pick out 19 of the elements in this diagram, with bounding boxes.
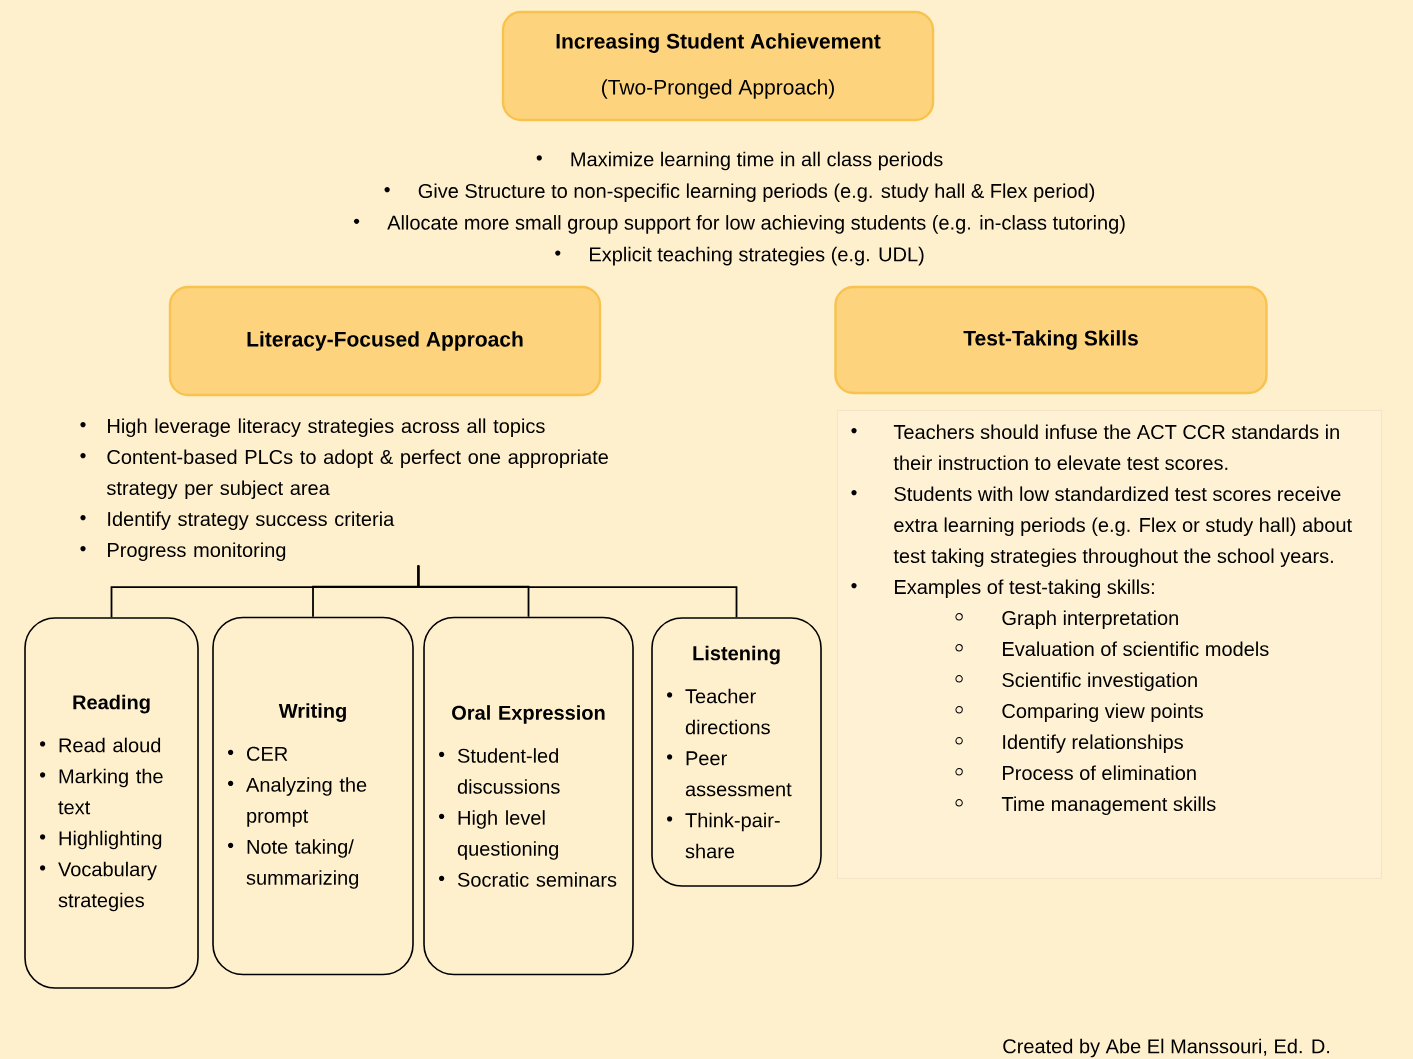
bullet-point: Maximize learning time in all class periods	[536, 151, 943, 171]
bullet-point: Give Structure to non-specific learning periods (e.g. study hall & Flex period)	[384, 183, 1095, 202]
node-label: Identify strategy success criteria	[108, 511, 395, 531]
skill-box: Reading Read aloud Marking the text Highlighting Vocabulary strategies	[24, 617, 199, 989]
node-label: Progress monitoring	[108, 542, 286, 562]
heading-box: Increasing Student Achievement (Two-Pronged Approach)	[501, 10, 935, 122]
node-label: Content-based PLCs to adopt & perfect one appropriate strategy per subject area	[106, 449, 608, 500]
bullet-point: Allocate more small group support for low achieving students (e.g. in-class tutoring)	[354, 215, 1125, 234]
heading-box: Test-Taking Skills	[834, 285, 1268, 395]
bullet-list: High leverage literacy strategies across all topics Content-based PLCs to adopt & perfect one appropriate strategy per subject area Identify strategy success criteria Progress monitoring	[80, 418, 608, 562]
text-panel: Teachers should infuse the ACT CCR standards in their instruction to elevate test scores. Students with low standardized test scores receive extra learning periods (e.g. Flex or study hall) about test taking strategies throughout the school years. Examples of test-taking skills: Graph interpretation Evaluation of scientific models Scientific investigation Comparing view points Identify relationships Process of elimination Time management skills	[837, 410, 1382, 879]
node-label: High leverage literacy strategies across all topics	[108, 418, 545, 438]
credit-text: Created by Abe El Manssouri, Ed. D.	[1003, 1038, 1330, 1058]
skill-box: Writing CER Analyzing the prompt Note taking/ summarizing	[212, 616, 414, 976]
bullet-point: Explicit teaching strategies (e.g. UDL)	[555, 246, 924, 266]
skill-box: Oral Expression Student-led discussions High level questioning Socratic seminars	[423, 616, 634, 976]
connector-line	[417, 564, 738, 619]
skill-box: Listening Teacher directions Peer assessment Think-pair-share	[651, 617, 822, 887]
heading-box: Literacy-Focused Approach	[168, 285, 602, 397]
